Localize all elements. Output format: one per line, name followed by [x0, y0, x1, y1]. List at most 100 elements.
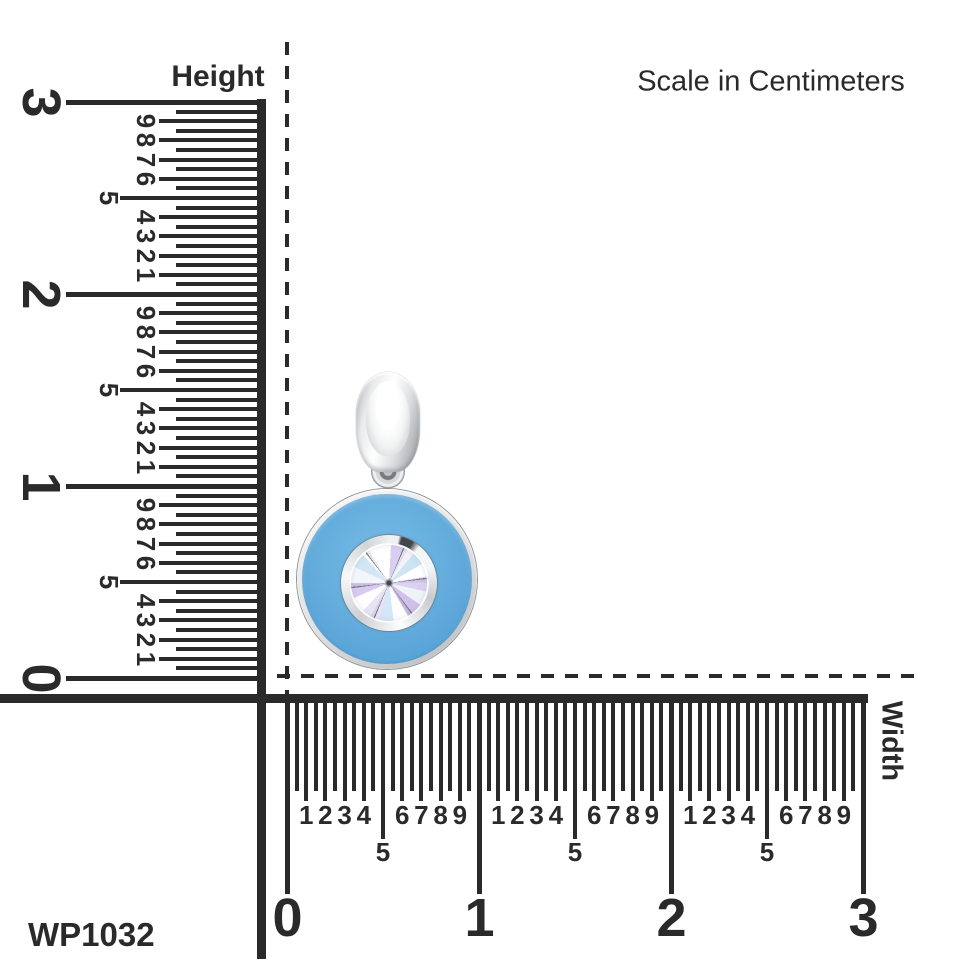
h-tick-mm: [496, 697, 501, 801]
v-5mm-label: 5: [94, 574, 124, 590]
h-5mm-label: 5: [567, 837, 583, 867]
v-tick-five: [120, 196, 266, 200]
h-tick-half: [448, 697, 453, 791]
h-tick-half: [505, 697, 510, 791]
v-mm-label: 8: [131, 133, 161, 148]
v-tick-half: [176, 474, 266, 479]
v-tick-half: [176, 148, 266, 152]
v-tick-mm: [159, 234, 266, 239]
h-tick-half: [390, 697, 395, 791]
h-tick-mm: [400, 697, 405, 801]
h-tick-mm: [515, 697, 520, 801]
v-tick-mm: [159, 272, 266, 277]
product-sku: WP1032: [28, 916, 155, 953]
h-mm-label: 6: [394, 800, 410, 830]
horizontal-dashed-guide: [277, 674, 922, 678]
v-mm-label: 3: [131, 613, 161, 628]
h-mm-label: 3: [529, 800, 544, 830]
h-tick-half: [697, 697, 702, 791]
h-tick-five: [765, 697, 769, 839]
v-mm-label: 6: [131, 363, 161, 379]
v-tick-half: [176, 436, 266, 440]
h-tick-half: [313, 697, 318, 791]
h-tick-half: [793, 697, 798, 791]
v-mm-label: 2: [131, 440, 161, 455]
v-tick-cm: [66, 483, 266, 489]
h-tick-cm: [284, 697, 290, 894]
h-tick-mm: [745, 697, 750, 801]
v-mm-label: 6: [131, 171, 161, 187]
h-tick-half: [621, 697, 625, 791]
h-tick-half: [659, 697, 664, 791]
v-tick-cm: [66, 291, 266, 297]
h-tick-half: [813, 697, 817, 791]
h-tick-half: [525, 697, 529, 791]
v-tick-half: [176, 647, 266, 652]
v-tick-half: [176, 340, 266, 344]
h-tick-mm: [438, 697, 443, 801]
v-5mm-label: 5: [94, 190, 124, 206]
h-tick-mm: [784, 697, 789, 801]
v-tick-half: [176, 608, 266, 613]
v-tick-half: [176, 397, 266, 402]
h-tick-half: [601, 697, 606, 791]
v-tick-half: [176, 186, 266, 191]
h-tick-half: [640, 697, 645, 791]
v-tick-mm: [159, 138, 266, 143]
h-tick-half: [371, 697, 376, 791]
h-5mm-label: 5: [375, 837, 391, 867]
v-mm-label: 2: [131, 248, 161, 263]
v-tick-half: [176, 205, 266, 210]
v-tick-half: [176, 589, 266, 594]
h-mm-label: 9: [452, 800, 468, 830]
h-tick-mm: [534, 697, 539, 801]
v-tick-mm: [159, 157, 266, 162]
v-mm-label: 9: [131, 305, 161, 321]
h-tick-half: [352, 697, 357, 791]
v-mm-label: 1: [131, 651, 161, 667]
h-tick-half: [294, 697, 299, 791]
h-tick-half: [563, 697, 568, 791]
pendant-bail: [356, 372, 420, 472]
v-tick-half: [176, 167, 266, 172]
h-tick-cm: [668, 697, 674, 894]
h-tick-half: [755, 697, 760, 791]
v-tick-mm: [159, 560, 266, 565]
v-tick-mm: [159, 349, 266, 354]
v-tick-half: [176, 263, 266, 268]
v-tick-half: [176, 282, 266, 287]
diamond-bezel: [341, 535, 437, 631]
v-tick-mm: [159, 599, 266, 604]
v-cm-label: 2: [11, 279, 71, 309]
h-mm-label: 8: [433, 800, 448, 830]
h-mm-label: 8: [817, 800, 832, 830]
v-tick-half: [176, 512, 266, 517]
h-mm-label: 3: [337, 800, 352, 830]
h-tick-mm: [803, 697, 808, 801]
h-cm-label: 0: [272, 888, 302, 948]
h-mm-label: 1: [682, 800, 698, 830]
v-tick-half: [176, 532, 266, 536]
h-tick-half: [832, 697, 837, 791]
v-tick-mm: [159, 426, 266, 431]
v-tick-half: [176, 128, 266, 133]
v-tick-half: [176, 666, 266, 671]
v-mm-label: 4: [131, 593, 161, 609]
h-tick-mm: [649, 697, 654, 801]
v-tick-half: [176, 493, 266, 498]
h-tick-mm: [841, 697, 846, 801]
h-tick-half: [851, 697, 856, 791]
vertical-ruler-spine: [257, 99, 266, 959]
h-tick-mm: [611, 697, 616, 801]
h-tick-mm: [630, 697, 635, 801]
h-tick-mm: [553, 697, 558, 801]
v-tick-mm: [159, 656, 266, 661]
h-mm-label: 2: [702, 800, 717, 830]
v-tick-half: [176, 359, 266, 364]
h-mm-label: 7: [798, 800, 813, 830]
diamond-gem: [349, 543, 429, 623]
h-mm-label: 1: [490, 800, 506, 830]
h-tick-half: [678, 697, 683, 791]
v-cm-label: 1: [11, 471, 71, 501]
v-mm-label: 9: [131, 497, 161, 513]
